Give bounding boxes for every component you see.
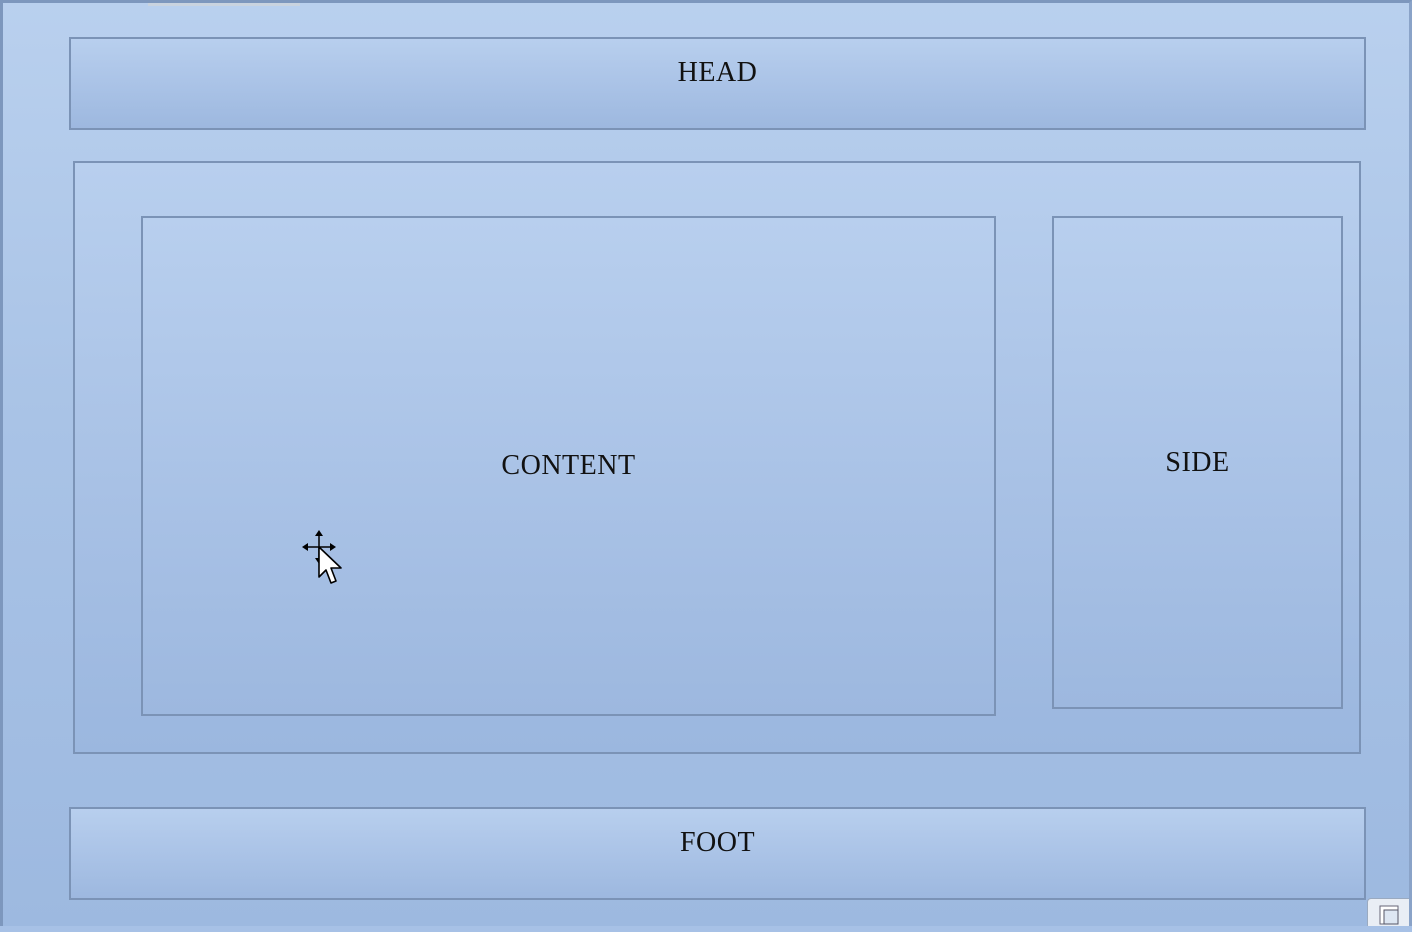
side-label: SIDE	[1165, 446, 1230, 478]
tab-stub	[148, 3, 300, 6]
paste-options-icon[interactable]	[1367, 898, 1409, 926]
foot-box[interactable]: FOOT	[69, 807, 1366, 900]
content-box[interactable]: CONTENT	[141, 216, 996, 716]
head-box[interactable]: HEAD	[69, 37, 1366, 130]
main-wrapper-box[interactable]: CONTENT SIDE	[73, 161, 1361, 754]
move-cursor-icon	[302, 530, 342, 584]
head-label: HEAD	[677, 57, 758, 88]
side-box[interactable]: SIDE	[1052, 216, 1343, 709]
foot-label: FOOT	[679, 827, 756, 858]
content-label: CONTENT	[501, 450, 636, 481]
